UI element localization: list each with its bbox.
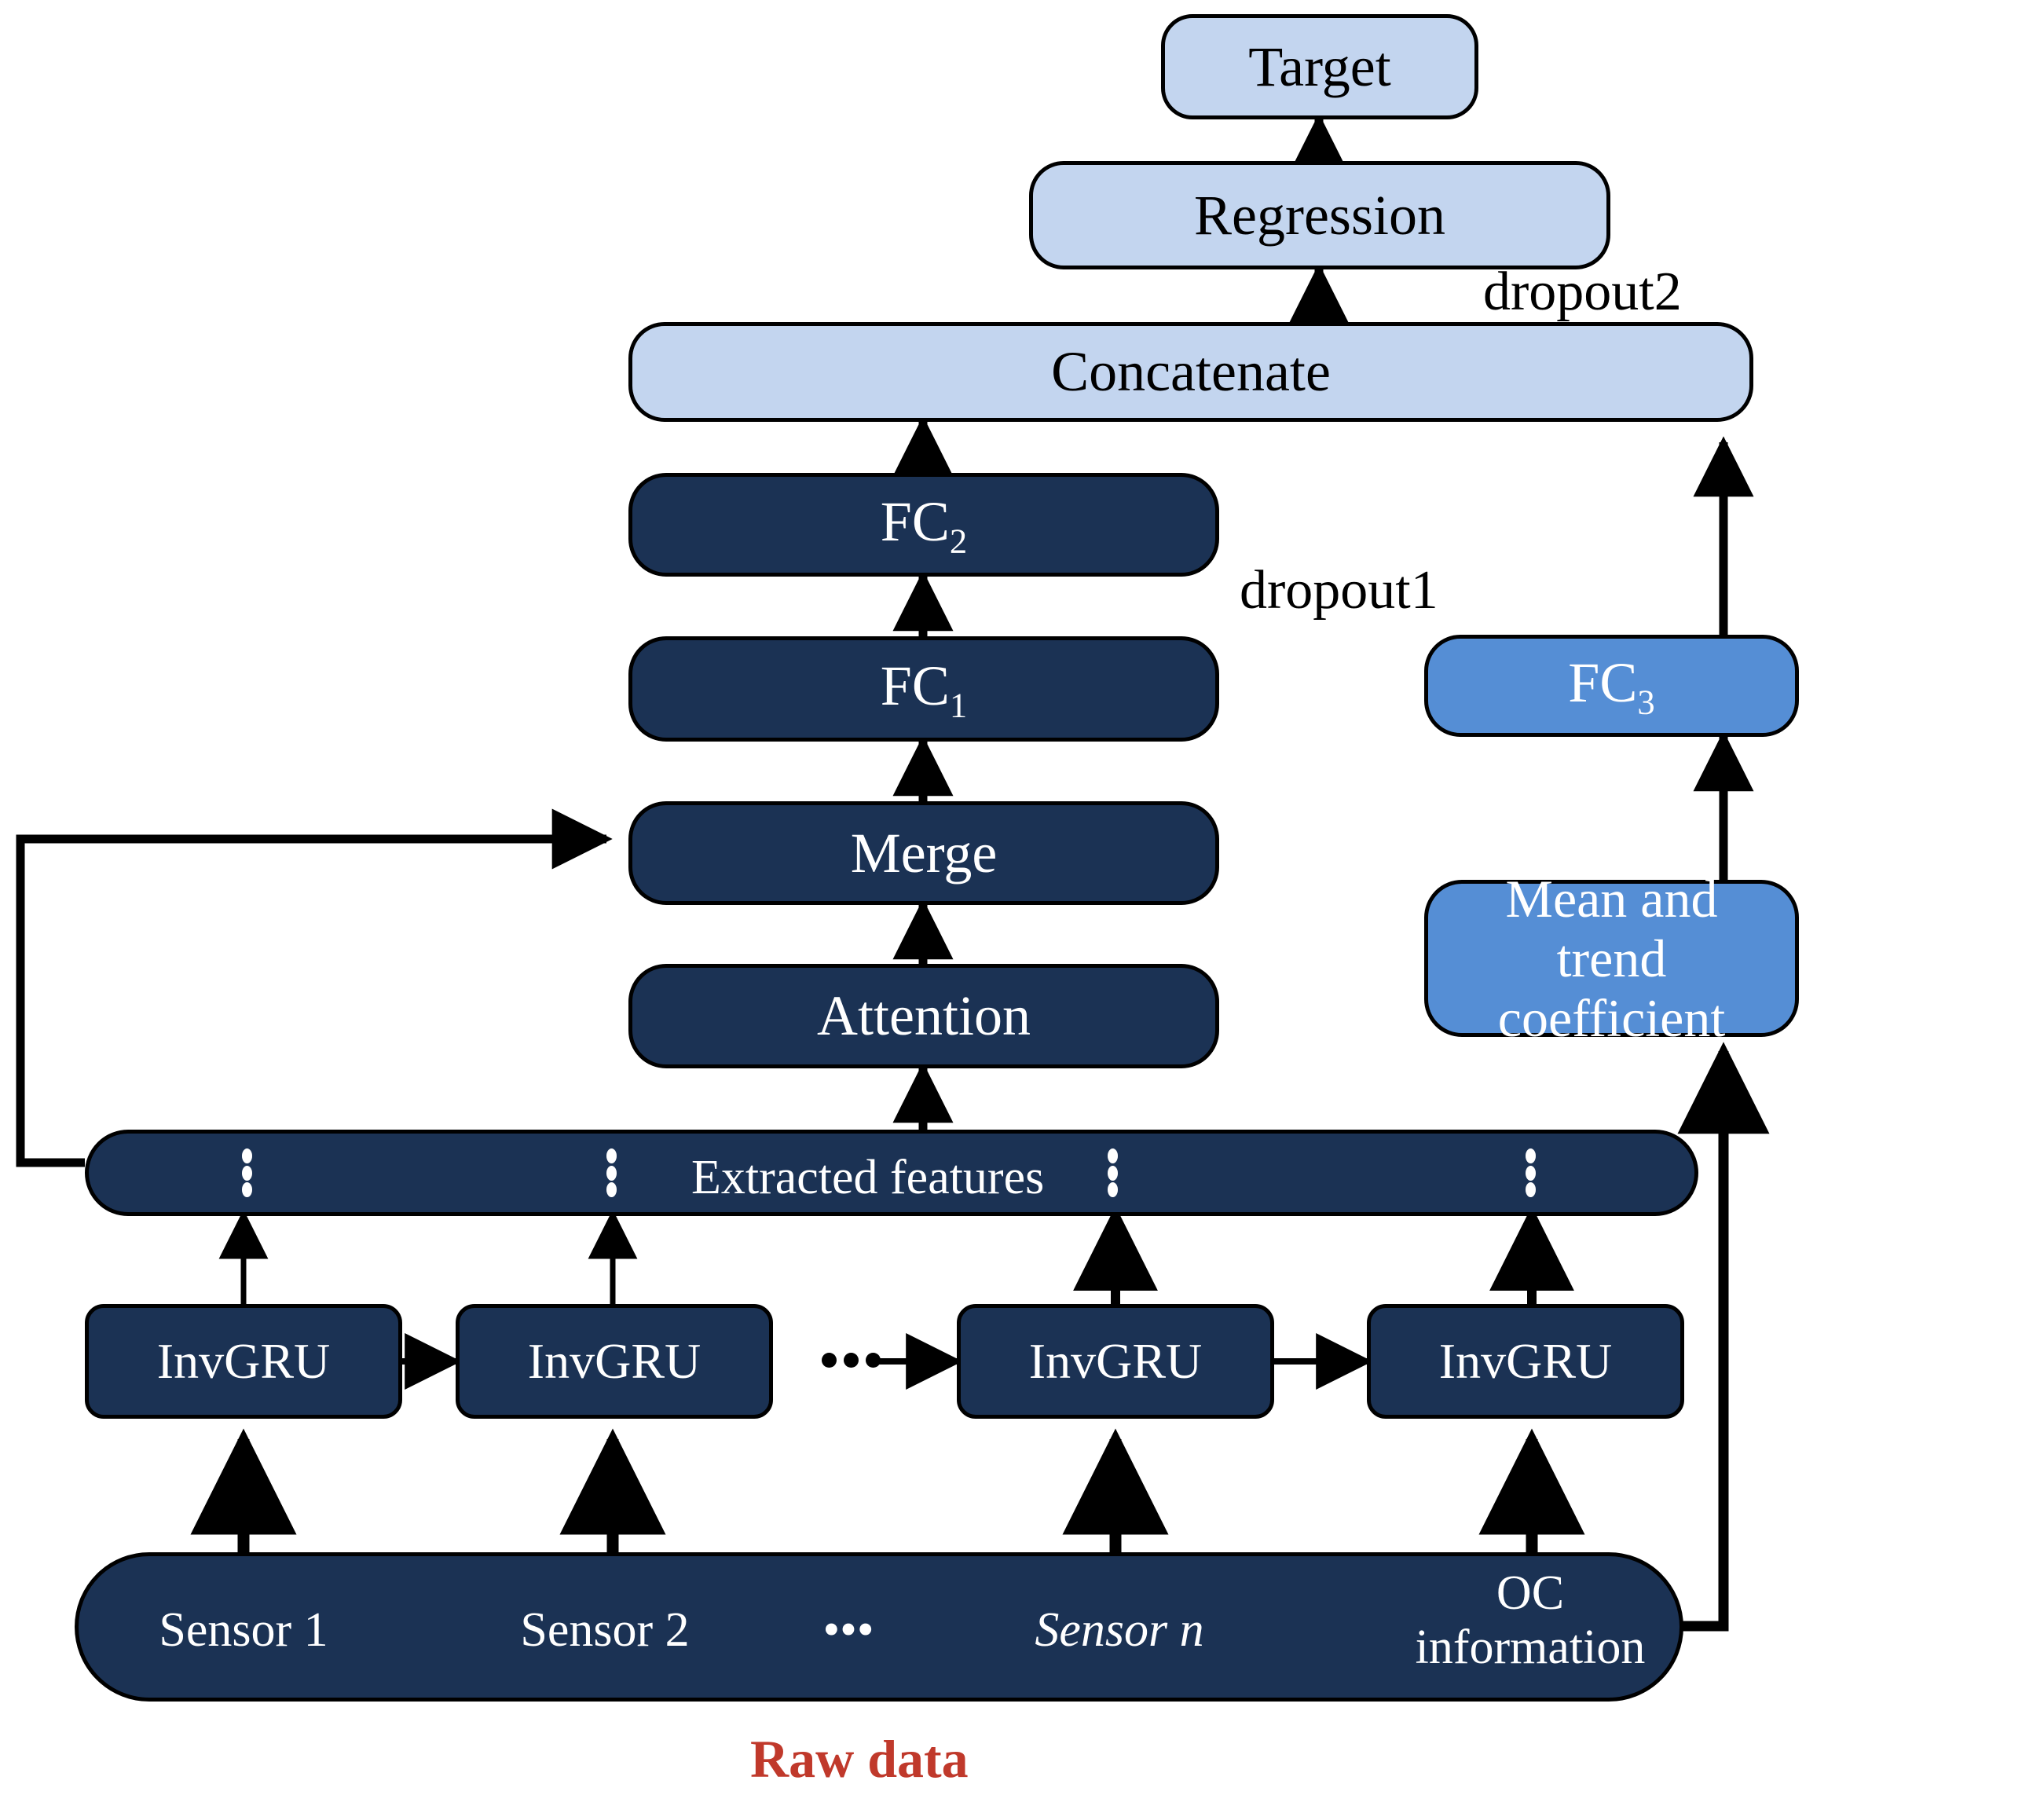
- vertical-dots-icon-2: [606, 1148, 617, 1197]
- node-invgru-3-label: InvGRU: [1028, 1333, 1203, 1390]
- invgru-ellipsis-icon: [822, 1353, 881, 1368]
- raw-cell-oc-information: OC information: [1373, 1566, 1687, 1676]
- arrow-features-feedback-to-merge: [16, 808, 613, 1167]
- raw-cell-sensor-1: Sensor 1: [159, 1603, 328, 1657]
- node-invgru-2-label: InvGRU: [527, 1333, 701, 1390]
- node-target[interactable]: Target: [1161, 14, 1478, 119]
- node-invgru-1-label: InvGRU: [156, 1333, 331, 1390]
- node-mean-trend-label: Mean and trend coefficient: [1497, 868, 1726, 1049]
- vertical-dots-icon-4: [1526, 1148, 1536, 1197]
- vertical-dots-icon-1: [242, 1148, 252, 1197]
- node-merge-label: Merge: [850, 821, 998, 885]
- node-attention[interactable]: Attention: [628, 964, 1219, 1068]
- node-invgru-4-label: InvGRU: [1438, 1333, 1613, 1390]
- node-invgru-4[interactable]: InvGRU: [1367, 1304, 1684, 1419]
- node-mean-trend-coefficient[interactable]: Mean and trend coefficient: [1424, 869, 1799, 1048]
- node-invgru-3[interactable]: InvGRU: [957, 1304, 1274, 1419]
- node-merge[interactable]: Merge: [628, 801, 1219, 905]
- node-regression-label: Regression: [1194, 183, 1445, 247]
- raw-cell-sensor-2: Sensor 2: [520, 1603, 690, 1657]
- node-fc1-label: FC1: [880, 654, 968, 725]
- raw-cell-oc-line1: OC: [1496, 1566, 1565, 1620]
- label-dropout2: dropout2: [1483, 262, 1682, 322]
- node-fc3[interactable]: FC3: [1424, 635, 1799, 737]
- raw-cell-ellipsis: •••: [822, 1603, 874, 1657]
- node-concatenate-label: Concatenate: [1051, 340, 1331, 404]
- extracted-features-label: Extracted features: [691, 1151, 1045, 1204]
- raw-cell-sensor-n: Sensor n: [1035, 1603, 1204, 1657]
- arrow-oc-to-meantrend: [1677, 1042, 1770, 1632]
- diagram-caption: Raw data: [750, 1729, 969, 1789]
- node-fc1[interactable]: FC1: [628, 636, 1219, 742]
- node-extracted-features[interactable]: [85, 1130, 1698, 1216]
- label-dropout1: dropout1: [1240, 560, 1438, 621]
- node-fc2-label: FC2: [880, 490, 968, 561]
- node-raw-data-bar[interactable]: [75, 1552, 1683, 1702]
- node-attention-label: Attention: [817, 984, 1031, 1048]
- node-fc3-label: FC3: [1568, 651, 1655, 722]
- vertical-dots-icon-3: [1108, 1148, 1118, 1197]
- node-fc2[interactable]: FC2: [628, 473, 1219, 577]
- node-invgru-2[interactable]: InvGRU: [456, 1304, 773, 1419]
- node-invgru-1[interactable]: InvGRU: [85, 1304, 402, 1419]
- raw-cell-oc-line2: information: [1415, 1621, 1646, 1675]
- node-target-label: Target: [1248, 35, 1391, 98]
- node-regression[interactable]: Regression: [1029, 161, 1610, 269]
- node-concatenate[interactable]: Concatenate: [628, 322, 1753, 422]
